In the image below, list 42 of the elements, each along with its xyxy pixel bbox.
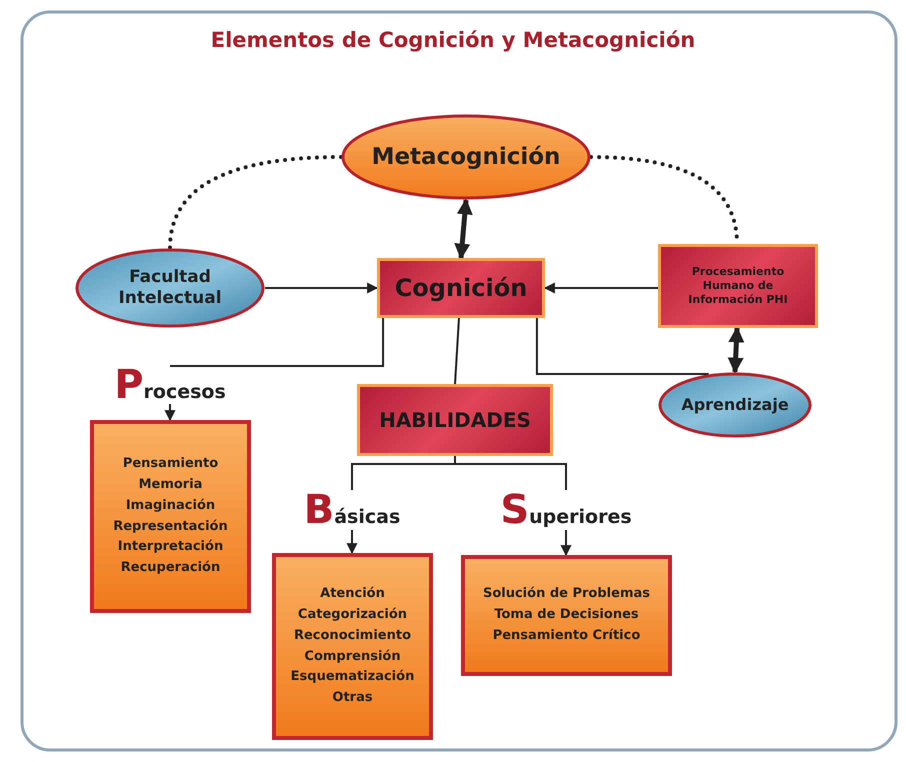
list-item: Esquematización — [290, 668, 414, 686]
ellipse-node — [658, 372, 812, 438]
list-item: Toma de Decisiones — [494, 606, 639, 624]
list-item: Recuperación — [120, 559, 220, 578]
list-item: Otras — [332, 689, 373, 708]
heading-label: Básicas — [304, 486, 400, 535]
node-label: HABILIDADES — [378, 408, 532, 432]
arrow — [728, 326, 744, 374]
diagram-title: Elementos de Cognición y Metacognición — [210, 28, 696, 52]
node-label: Procesamiento Humano de Información PHI — [687, 265, 789, 307]
node-label: Facultad Intelectual — [117, 266, 223, 310]
list-item: Imaginación — [126, 496, 216, 515]
list-item: Atención — [320, 585, 385, 604]
arrow — [164, 404, 176, 422]
list-item: Pensamiento — [122, 455, 218, 474]
list-item: Reconocimiento — [294, 626, 412, 645]
arrow — [346, 530, 358, 554]
dotted-connector — [168, 155, 343, 250]
list-item: Categorización — [298, 606, 408, 624]
process-box — [658, 244, 818, 328]
process-box — [377, 258, 545, 318]
heading-label: Procesos — [114, 361, 226, 410]
list-item: Memoria — [138, 476, 202, 494]
list-item: Pensamiento Crítico — [492, 626, 640, 645]
list-item: Representación — [113, 518, 228, 536]
arrow — [560, 530, 572, 556]
list-item: Solución de Problemas — [482, 585, 650, 604]
list-item: Comprensión — [304, 648, 401, 666]
list-box — [461, 555, 672, 676]
node-label: Aprendizaje — [680, 395, 790, 415]
list-item: Interpretación — [118, 538, 224, 556]
ellipse-node — [341, 114, 591, 200]
heading-label: Superiores — [500, 486, 632, 535]
ellipse-node — [75, 248, 265, 328]
list-box — [272, 553, 433, 740]
node-label: Metacognición — [370, 142, 562, 172]
list-box — [90, 420, 251, 613]
arrow — [454, 198, 473, 260]
process-box — [357, 384, 553, 456]
arrow — [265, 282, 378, 294]
arrow — [544, 282, 658, 294]
node-label: Cognición — [394, 273, 528, 303]
